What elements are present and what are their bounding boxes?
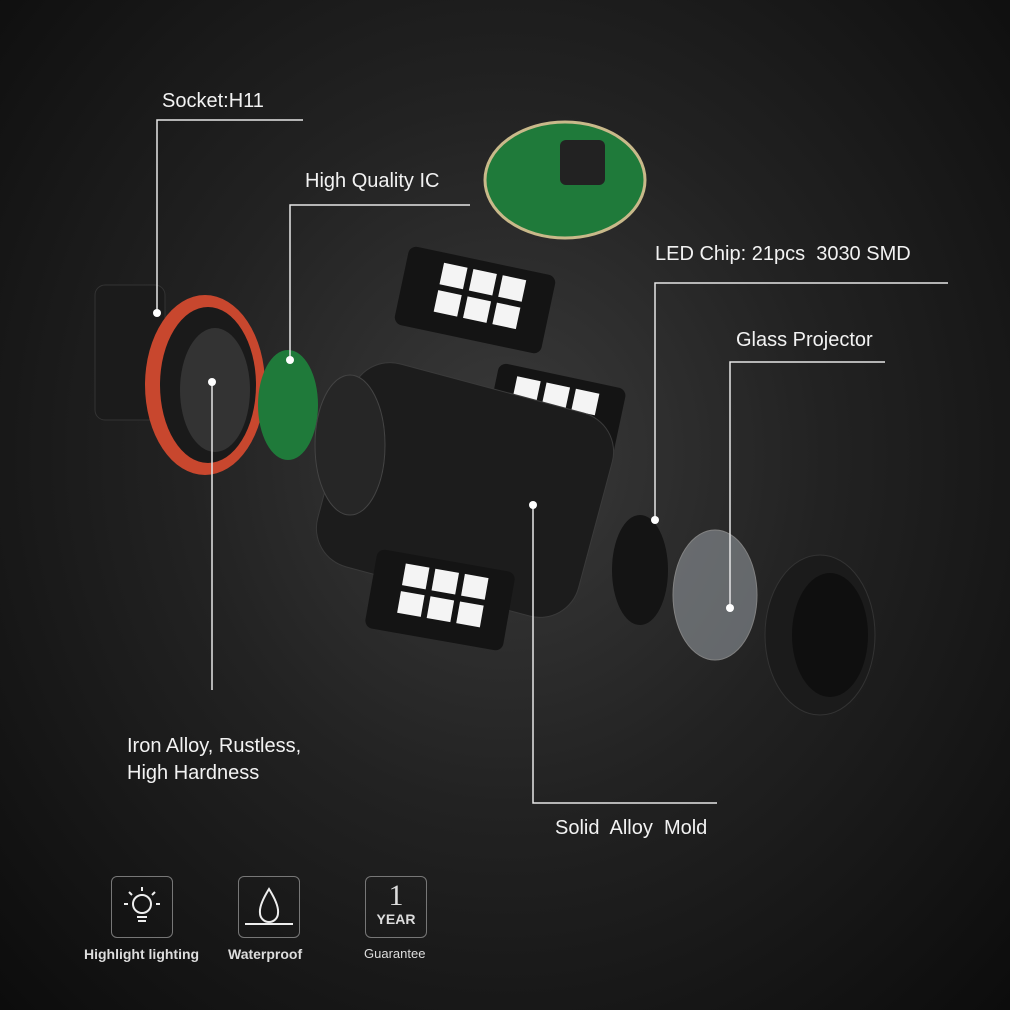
glass-lens bbox=[672, 529, 758, 661]
leader-lines bbox=[156, 119, 948, 804]
end-cap bbox=[764, 554, 876, 716]
guarantee-number: 1 bbox=[388, 879, 404, 912]
callout-mold: Solid Alloy Mold bbox=[555, 817, 708, 839]
ic-board-side bbox=[258, 350, 318, 460]
feature-label-guarantee: Guarantee bbox=[364, 946, 426, 961]
callout-led-chip: LED Chip: 21pcs 3030 SMD bbox=[655, 243, 911, 265]
callout-ic: High Quality IC bbox=[305, 170, 440, 192]
guarantee-badge-icon: 1 YEAR bbox=[365, 876, 427, 938]
callout-glass: Glass Projector bbox=[736, 329, 873, 351]
led-strip-3 bbox=[365, 549, 515, 651]
lightbulb-icon bbox=[111, 876, 173, 938]
callout-iron-1: Iron Alloy, Rustless, bbox=[127, 735, 302, 757]
feature-label-highlight: Highlight lighting bbox=[84, 946, 200, 962]
guarantee-unit: YEAR bbox=[376, 911, 416, 927]
callout-iron-2: High Hardness bbox=[127, 762, 260, 784]
callout-socket: Socket:H11 bbox=[162, 90, 264, 112]
led-front-disk bbox=[612, 515, 668, 625]
water-drop-icon bbox=[238, 876, 300, 938]
led-strip-1 bbox=[394, 246, 556, 354]
ic-board-top bbox=[483, 120, 647, 240]
feature-label-waterproof: Waterproof bbox=[228, 946, 303, 962]
socket-part bbox=[94, 284, 265, 475]
